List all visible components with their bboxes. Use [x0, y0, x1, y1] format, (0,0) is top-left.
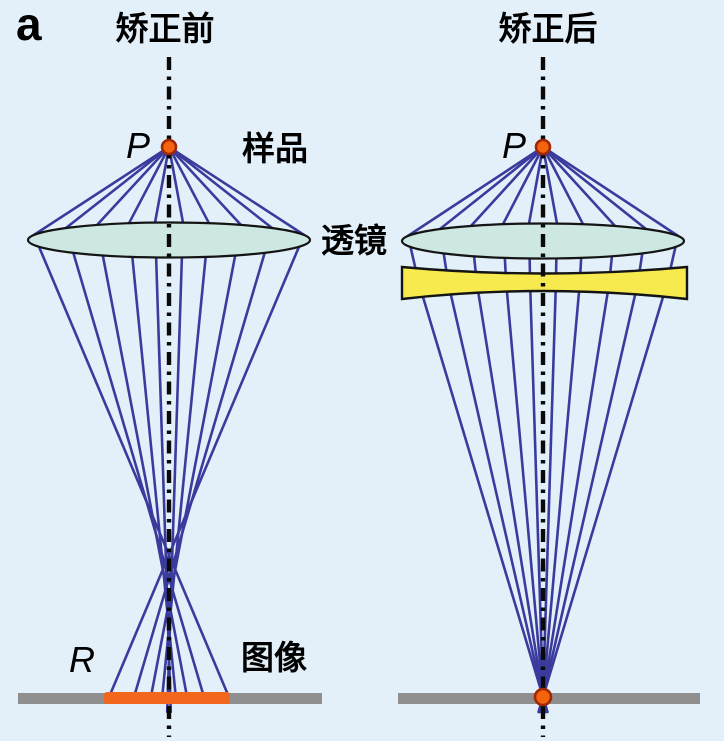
sample-label: 样品 [242, 130, 308, 167]
focus-point [533, 687, 553, 707]
point-label-left: P [126, 125, 150, 166]
point-source-left [160, 138, 178, 156]
blur-disc [104, 692, 230, 704]
radius-label: R [69, 639, 95, 680]
point-label-right: P [502, 125, 526, 166]
image-label: 图像 [241, 639, 307, 676]
point-source-right [534, 138, 552, 156]
title-after: 矫正后 [499, 10, 598, 47]
lens-label: 透镜 [321, 222, 387, 259]
panel-letter: a [16, 0, 42, 50]
title-before: 矫正前 [116, 10, 215, 47]
